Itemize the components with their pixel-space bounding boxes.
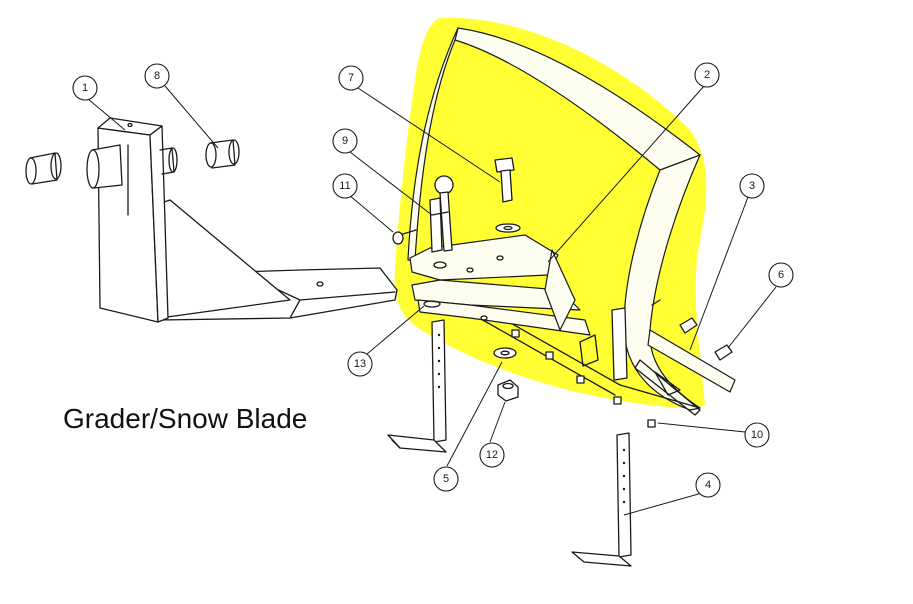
- callout-8: 8: [144, 63, 170, 89]
- washer-5: [493, 347, 517, 359]
- ball-pin-9: [429, 175, 454, 253]
- callout-label-8: 8: [154, 70, 160, 82]
- callout-1: 1: [72, 75, 98, 101]
- callout-4: 4: [695, 472, 721, 498]
- callout-label-12: 12: [486, 449, 498, 461]
- callout-label-1: 1: [82, 82, 88, 94]
- clip-pin-11: [392, 229, 417, 245]
- callout-label-5: 5: [443, 473, 449, 485]
- callout-label-7: 7: [348, 72, 354, 84]
- callout-label-13: 13: [354, 358, 366, 370]
- callout-11: 11: [332, 173, 358, 199]
- skid-shoe-4: [571, 432, 632, 567]
- callout-7: 7: [338, 65, 364, 91]
- blade: [407, 27, 736, 416]
- callout-6: 6: [768, 262, 794, 288]
- callout-5: 5: [433, 466, 459, 492]
- callout-label-4: 4: [705, 479, 711, 491]
- skid-shoe-13: [387, 319, 447, 453]
- nut-12: [497, 379, 519, 402]
- callout-label-11: 11: [339, 180, 350, 192]
- callout-12: 12: [479, 442, 505, 468]
- hitch-frame: [86, 117, 398, 323]
- blade-posts: [579, 307, 628, 381]
- bolt-7: [494, 157, 521, 233]
- bolts-6: [651, 299, 733, 361]
- nuts: [480, 315, 656, 428]
- callout-10: 10: [744, 422, 770, 448]
- leader-lines: [87, 85, 777, 516]
- callout-13: 13: [347, 351, 373, 377]
- callout-label-9: 9: [342, 135, 348, 147]
- diagram-title: Grader/Snow Blade: [63, 403, 307, 434]
- bushing-8: [205, 139, 240, 169]
- callout-2: 2: [694, 62, 720, 88]
- callout-label-2: 2: [704, 69, 710, 81]
- callout-label-3: 3: [749, 180, 755, 192]
- bushing-left: [25, 152, 62, 185]
- callout-label-10: 10: [751, 429, 763, 441]
- callout-3: 3: [739, 173, 765, 199]
- callout-9: 9: [332, 128, 358, 154]
- callout-label-6: 6: [778, 269, 784, 281]
